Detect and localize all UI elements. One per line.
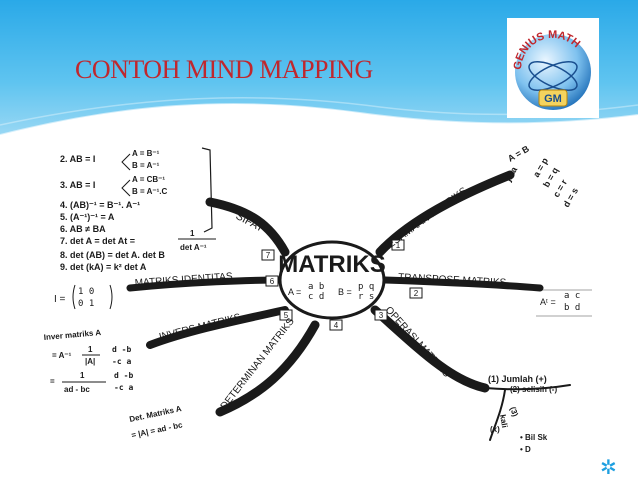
invers-line: 1 bbox=[88, 345, 93, 354]
sifat-line: det A⁻¹ bbox=[180, 243, 207, 252]
operasi-label: OPERASI MATRIKS bbox=[383, 305, 452, 380]
transpose-mat-row1: a c bbox=[564, 291, 580, 301]
invers-line: = bbox=[50, 377, 55, 386]
identitas-formula: I = bbox=[54, 294, 66, 305]
determinan-line: = |A| = ad - bc bbox=[131, 420, 184, 440]
identitas-mat-row2: 0 1 bbox=[78, 299, 94, 309]
invers-line: d -b bbox=[114, 371, 133, 380]
invers-line: d -b bbox=[112, 345, 131, 354]
operasi-item: (2) selisih (-) bbox=[510, 385, 557, 394]
invers-number: 5 bbox=[284, 311, 289, 320]
kesamaan-label: KESAMAAN MATRIKS bbox=[380, 185, 469, 254]
transpose-number: 2 bbox=[414, 289, 419, 298]
invers-line: -c a bbox=[114, 383, 133, 392]
operasi-item: (x) bbox=[490, 425, 500, 434]
center-eq-a: A = bbox=[288, 287, 301, 297]
center-mat-b-row1: p q bbox=[358, 282, 374, 292]
invers-line: -c a bbox=[112, 357, 131, 366]
center-mat-a-row2: c d bbox=[308, 292, 324, 302]
operasi-item: kali bbox=[498, 414, 509, 429]
invers-line: = A⁻¹ bbox=[52, 351, 72, 360]
sifat-line: A = CB⁻¹ bbox=[132, 175, 165, 184]
sifat-line: 5. (A⁻¹)⁻¹ = A bbox=[60, 212, 115, 222]
mind-map: MATRIKS A = a b c d B = p q r s 7 6 5 4 … bbox=[40, 140, 600, 460]
identitas-mat-row1: 1 0 bbox=[78, 287, 94, 297]
sifat-line: 3. AB = I bbox=[60, 180, 95, 190]
sifat-line: 8. det (AB) = det A. det B bbox=[60, 250, 165, 260]
sifat-line: A = B⁻¹ bbox=[132, 149, 160, 158]
sifat-number: 7 bbox=[266, 251, 271, 260]
sifat-line: 4. (AB)⁻¹ = B⁻¹. A⁻¹ bbox=[60, 200, 140, 210]
sifat-line: 6. AB ≠ BA bbox=[60, 224, 106, 234]
invers-line: |A| bbox=[85, 357, 95, 366]
sifat-line: 2. AB = I bbox=[60, 154, 95, 164]
slide-title: CONTOH MIND MAPPING bbox=[75, 55, 373, 84]
operasi-item: • Bil Sk bbox=[520, 433, 548, 442]
invers-line: ad - bc bbox=[64, 385, 90, 394]
operasi-item: (1) Jumlah (+) bbox=[488, 374, 547, 384]
determinan-number: 4 bbox=[334, 321, 339, 330]
genius-math-logo: GENIUS MATH GM bbox=[507, 18, 599, 118]
sifat-line: B = A⁻¹.C bbox=[132, 187, 167, 196]
invers-label: INVERS MATRIKS bbox=[158, 312, 242, 343]
center-eq-b: B = bbox=[338, 287, 352, 297]
center-mat-b-row2: r s bbox=[358, 292, 374, 302]
center-title: MATRIKS bbox=[278, 251, 386, 278]
transpose-formula: Aᵗ = bbox=[540, 297, 556, 307]
logo-badge-text: GM bbox=[544, 93, 562, 105]
kesamaan-line: A = B bbox=[506, 143, 531, 163]
transpose-mat-row2: b d bbox=[564, 303, 580, 313]
center-mat-a-row1: a b bbox=[308, 282, 324, 292]
invers-line: Inver matriks A bbox=[43, 328, 101, 342]
sifat-line: 7. det A = det At = bbox=[60, 236, 135, 246]
invers-line: 1 bbox=[80, 371, 85, 380]
operasi-item: (3) bbox=[508, 406, 520, 419]
kesamaan-number: 1 bbox=[396, 241, 401, 250]
sifat-line: 9. det (kA) = k² det A bbox=[60, 262, 147, 272]
operasi-number: 3 bbox=[379, 311, 384, 320]
identitas-number: 6 bbox=[270, 277, 275, 286]
sifat-line: 1 bbox=[190, 229, 195, 238]
slide-accent-icon: ✲ bbox=[600, 457, 617, 479]
sifat-line: B = A⁻¹ bbox=[132, 161, 160, 170]
operasi-item: • D bbox=[520, 445, 531, 454]
